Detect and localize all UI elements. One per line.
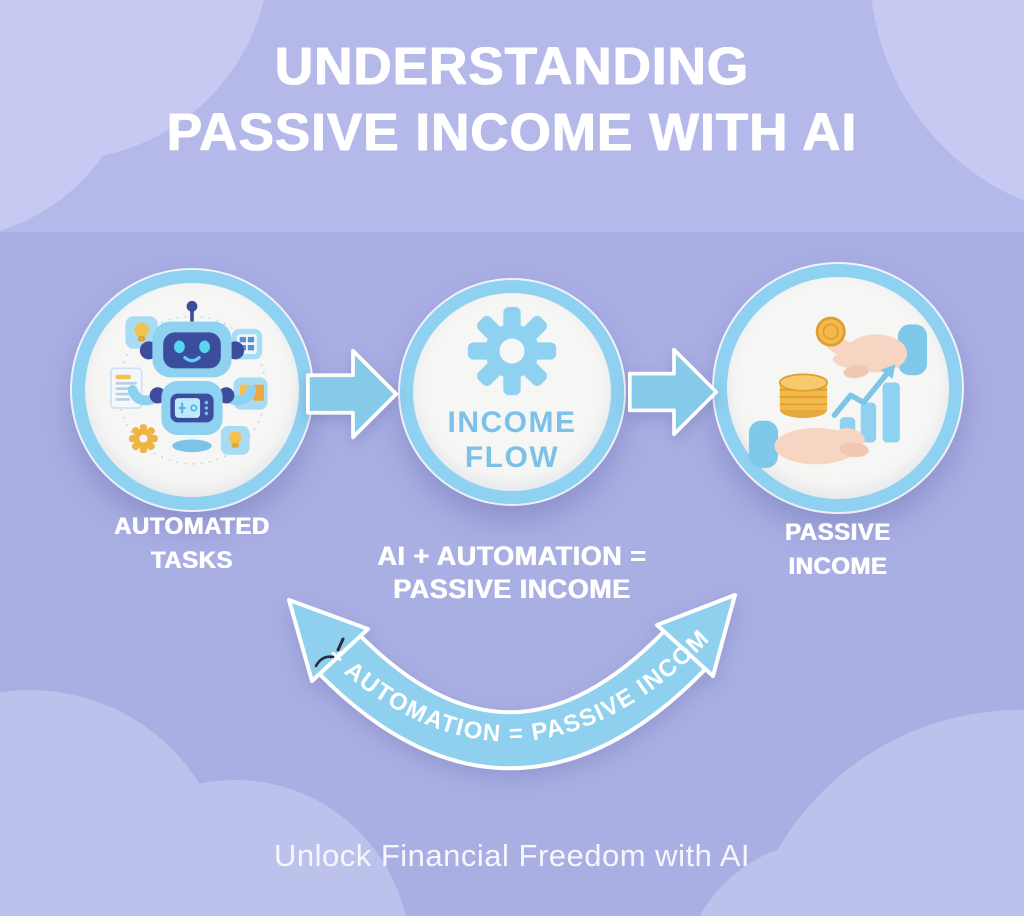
node-automated-tasks: [72, 270, 312, 510]
squiggle-mark: [314, 637, 345, 668]
income-flow-line-2: FLOW: [464, 441, 560, 474]
node-automated-tasks-face: [85, 283, 299, 497]
hand-receiving-icon: [748, 420, 869, 468]
coin-stack-icon: [778, 373, 828, 418]
hand-giving-icon: [825, 324, 928, 379]
label-automated-tasks: AUTOMATED TASKS: [62, 510, 322, 578]
footer-tagline: Unlock Financial Freedom with AI: [273, 838, 751, 873]
label-passive-income: PASSIVE INCOME: [708, 516, 968, 584]
label-automated: AUTOMATED: [114, 513, 270, 540]
arrow-right-icon: [628, 347, 719, 437]
arrow-right-icon: [306, 348, 399, 440]
robot-automation-illustration: [110, 300, 268, 465]
label-income: INCOME: [788, 553, 888, 580]
hands-money-growth-illustration: [748, 316, 928, 468]
node-passive-income: [714, 264, 962, 512]
node-income-flow: INCOME FLOW: [400, 280, 624, 504]
lightbulb-icon: [220, 426, 250, 455]
node-passive-income-face: [727, 277, 949, 499]
gear-icon: [467, 306, 557, 396]
label-passive: PASSIVE: [785, 519, 891, 546]
title-line-2: PASSIVE INCOME WITH AI: [166, 103, 858, 162]
income-flow-label: INCOME FLOW: [448, 405, 577, 475]
coin-icon: [815, 316, 846, 347]
arrow-head-right: [655, 593, 737, 678]
lightbulb-icon: [125, 316, 158, 349]
arrow-head-left: [287, 598, 370, 683]
income-flow-line-1: INCOME: [447, 406, 577, 439]
equation-text: AI + AUTOMATION = PASSIVE INCOME: [292, 540, 732, 606]
label-tasks: TASKS: [150, 547, 234, 574]
gear-icon: [129, 424, 158, 453]
equation-line-2: PASSIVE INCOME: [393, 574, 631, 604]
robot-icon: [127, 300, 257, 453]
page-title: UNDERSTANDING PASSIVE INCOME WITH AI: [0, 34, 1024, 166]
title-line-1: UNDERSTANDING: [274, 37, 750, 96]
equation-line-1: AI + AUTOMATION =: [377, 541, 647, 571]
node-income-flow-face: INCOME FLOW: [413, 293, 611, 491]
